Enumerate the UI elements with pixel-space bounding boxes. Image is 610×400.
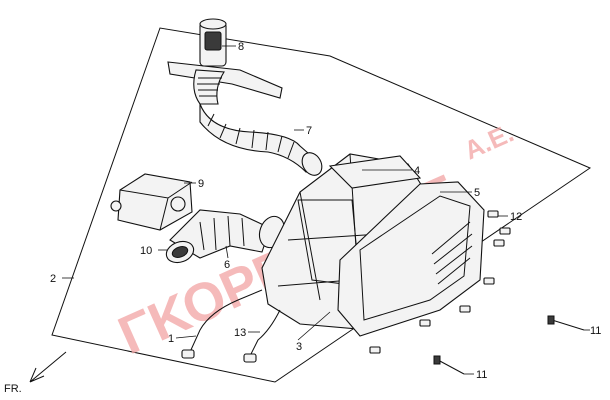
air-filter-cover-part-5	[337, 181, 485, 337]
callout-2: 2	[50, 273, 56, 285]
direction-label: FR.	[4, 383, 22, 395]
callout-8: 8	[238, 41, 244, 53]
callout-11-lower: 11	[476, 369, 487, 381]
mounting-bolt-part-11-upper	[547, 315, 585, 331]
callout-4: 4	[414, 165, 420, 177]
drain-tube-part-1	[181, 289, 263, 359]
intake-hose-part-7	[199, 103, 323, 176]
callout-5: 5	[474, 187, 480, 199]
callout-1: 1	[168, 333, 174, 345]
callout-9: 9	[198, 178, 204, 190]
intake-snorkel-part-8	[167, 18, 283, 105]
callout-13: 13	[234, 327, 246, 339]
callout-10: 10	[140, 245, 152, 257]
mounting-bolt-part-11-lower	[433, 355, 465, 375]
resonator-box-part-9	[110, 173, 193, 231]
callout-3: 3	[296, 341, 302, 353]
watermark-suffix: Α.Ε.	[460, 117, 518, 165]
direction-indicator: FR.	[4, 351, 67, 395]
leader-lines	[62, 45, 590, 375]
callout-7: 7	[306, 125, 312, 137]
cover-screws-part-12	[369, 210, 511, 354]
drain-tube-part-13	[243, 309, 281, 363]
callout-6: 6	[224, 259, 230, 271]
callout-12: 12	[510, 211, 522, 223]
callout-11-upper: 11	[590, 325, 601, 337]
